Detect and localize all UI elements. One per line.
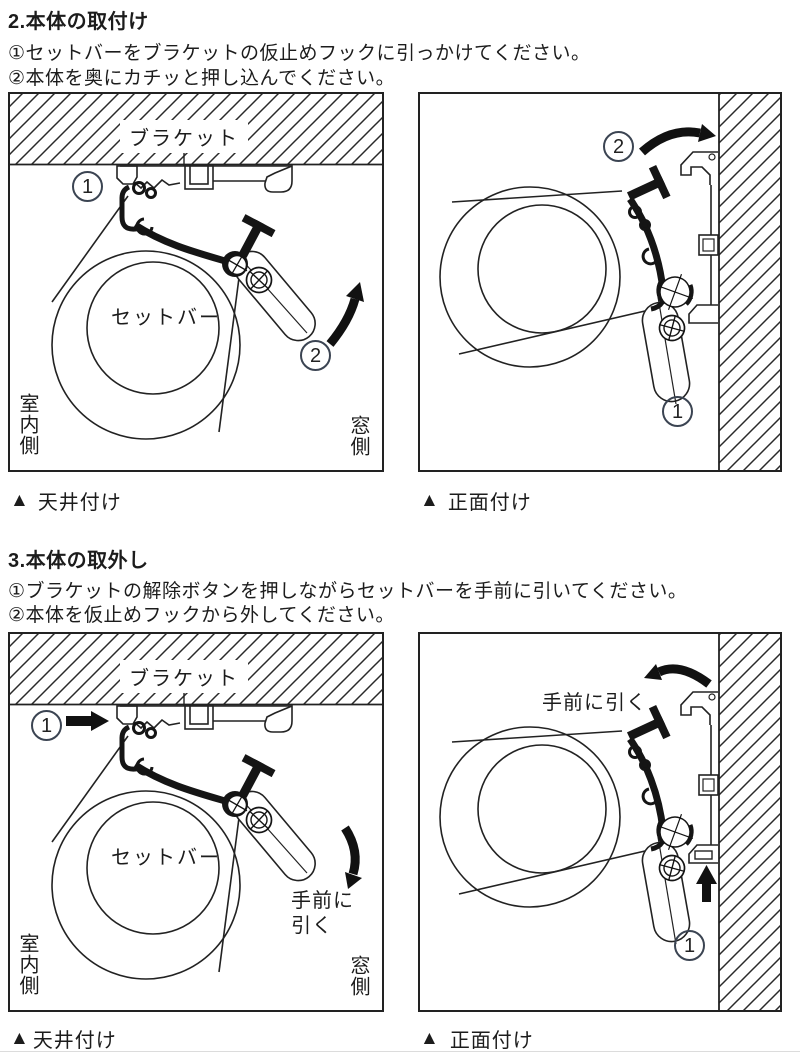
remove-ceiling-caption: ▲ 天井付け [10,1024,117,1053]
install-step-1: ①セットバーをブラケットの仮止めフックに引っかけてください。 [8,43,591,64]
install-heading: 2.本体の取付け [8,11,149,33]
weight-handle [234,790,316,882]
bracket-label: ブラケット [121,121,247,152]
wall-hatch [719,634,780,1010]
install-ceiling-caption: ▲ 天井付け [10,486,122,515]
window-side-label: 窓側 [347,415,369,457]
setbar-label: セットバー [111,847,221,869]
set-bar-profile [119,721,233,807]
page-edge-line [0,1051,800,1052]
step-2-marker: 2 [300,340,331,371]
roll-fabric [439,726,659,908]
weight-handle [641,296,691,405]
screw-symbol [245,806,273,834]
remove-heading: 3.本体の取外し [8,550,149,572]
screw-symbol [658,314,686,342]
set-bar-profile [626,704,671,852]
bracket-label: ブラケット [121,661,247,692]
step-1-marker: 1 [31,710,62,741]
pull-toward-you-label: 手前に 引く [291,890,354,937]
remove-front-svg [418,632,782,1012]
step-1-marker: 1 [674,930,705,961]
step-1-marker: 1 [662,396,693,427]
caption-label: 正面付け [447,492,532,514]
pull-out-arrow [341,825,362,889]
room-side-label: 室内側 [16,933,38,996]
remove-step-2: ②本体を仮止めフックから外してください。 [8,605,395,626]
triangle-marker: ▲ [10,490,30,511]
pivot [656,273,694,311]
remove-ceiling-svg [8,632,384,1012]
remove-step-1: ①ブラケットの解除ボタンを押しながらセットバーを手前に引いてください。 [8,581,688,602]
caption-label: 正面付け [449,1030,534,1052]
caption-label: 天井付け [37,492,122,514]
remove-front-diagram: 手前に引く 1 [418,632,782,1012]
pull-toward-you-label: 手前に引く [542,692,647,714]
release-latch [694,850,713,860]
release-up-arrow [696,865,717,902]
install-step-2: ②本体を奥にカチッと押し込んでください。 [8,68,396,89]
roll-fabric [51,735,241,980]
push-in-arrow [639,124,716,156]
pivot [656,813,694,851]
wall-hatch [719,94,780,470]
screw-symbol [658,854,686,882]
roll-fabric [51,195,241,440]
setbar-label: セットバー [111,307,221,329]
triangle-marker: ▲ [420,490,440,511]
install-ceiling-diagram: ブラケット セットバー 室内側 窓側 1 2 [8,92,384,472]
bracket-profile [680,151,719,324]
press-button-arrow [66,711,109,731]
push-in-arrow [326,282,364,347]
window-side-label: 窓側 [347,955,369,997]
step-2-marker: 2 [603,131,634,162]
remove-front-caption: ▲ 正面付け [420,1024,534,1053]
remove-ceiling-diagram: ブラケット セットバー 室内側 窓側 手前に 引く 1 [8,632,384,1012]
install-front-diagram: 2 1 [418,92,782,472]
step-1-marker: 1 [72,171,103,202]
bracket-profile [116,164,293,193]
pivot [222,754,276,817]
caption-label: 天井付け [32,1030,117,1052]
bracket-profile [116,704,293,733]
pivot [222,214,276,277]
triangle-marker: ▲ [420,1028,440,1049]
set-bar-profile [119,181,233,267]
roll-fabric [439,186,659,368]
pull-out-arrow [644,664,712,688]
screw-symbol [245,266,273,294]
room-side-label: 室内側 [16,393,38,456]
bracket-profile [680,691,719,864]
install-front-svg [418,92,782,472]
triangle-marker: ▲ [10,1028,30,1049]
install-front-caption: ▲ 正面付け [420,486,532,515]
